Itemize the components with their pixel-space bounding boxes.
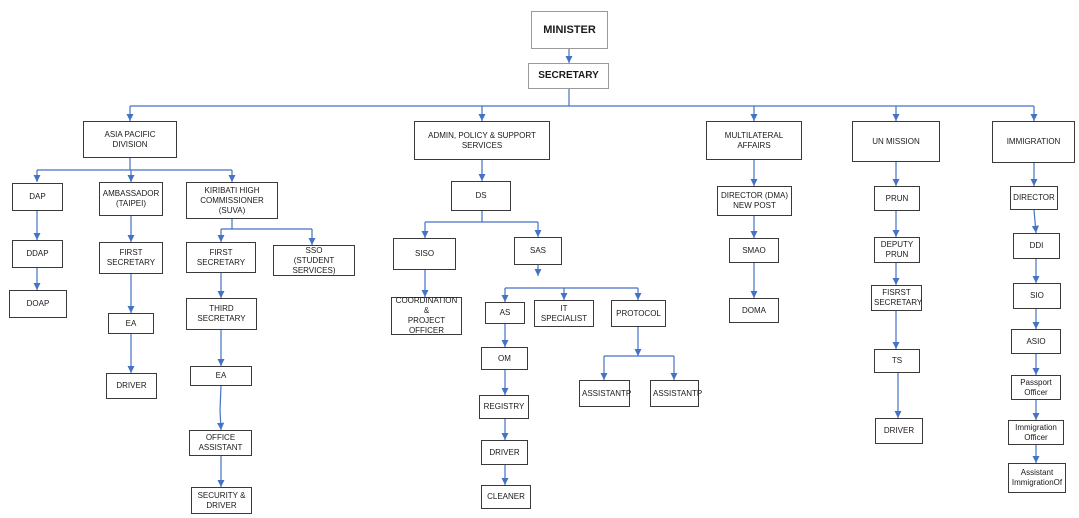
node-om: OM (481, 347, 528, 370)
node-multilateral-affairs: MULTILATERAL AFFAIRS (706, 121, 802, 160)
node-prun: PRUN (874, 186, 920, 211)
node-ddap: DDAP (12, 240, 63, 268)
node-assistant-immigration-officer: Assistant ImmigrationOf (1008, 463, 1066, 493)
node-security-driver: SECURITY & DRIVER (191, 487, 252, 514)
node-immigration-officer: Immigration Officer (1008, 420, 1064, 445)
node-assistantp-1: ASSISTANTP (579, 380, 631, 407)
node-admin-policy-support: ADMIN, POLICY & SUPPORT SERVICES (414, 121, 550, 160)
node-smao: SMAO (729, 238, 779, 263)
node-driver-un: DRIVER (875, 418, 923, 444)
node-third-secretary: THIRD SECRETARY (186, 298, 257, 330)
node-sio: SIO (1013, 283, 1061, 309)
node-ea-taipei: EA (108, 313, 154, 334)
node-fisrst-secretary: FISRST SECRETARY (871, 285, 922, 311)
node-minister: MINISTER (531, 11, 608, 49)
node-deputy-prun: DEPUTY PRUN (874, 237, 920, 263)
node-assistantp-2: ASSISTANTP (650, 380, 702, 407)
node-asia-pacific-division: ASIA PACIFIC DIVISION (83, 121, 177, 158)
connector-line (217, 385, 225, 431)
node-driver-admin: DRIVER (481, 440, 528, 465)
node-first-secretary-suva: FIRST SECRETARY (186, 242, 256, 273)
node-it-specialist: IT SPECIALIST (534, 300, 594, 327)
node-asio: ASIO (1011, 329, 1061, 354)
node-passport-officer: Passport Officer (1011, 375, 1061, 400)
node-immigration: IMMIGRATION (992, 121, 1075, 163)
node-doap: DOAP (9, 290, 67, 318)
node-doma: DOMA (729, 298, 779, 323)
node-driver-taipei: DRIVER (106, 373, 157, 399)
node-kiribati-high-commissioner: KIRIBATI HIGH COMMISSIONER (SUVA) (186, 182, 278, 219)
node-director-immigration: DIRECTOR (1010, 186, 1058, 210)
connector-line (1031, 209, 1039, 234)
node-un-mission: UN MISSION (852, 121, 940, 162)
node-siso: SISO (393, 238, 456, 270)
node-first-secretary-taipei: FIRST SECRETARY (99, 242, 163, 274)
node-dap: DAP (12, 183, 63, 211)
node-cleaner: CLEANER (481, 485, 531, 509)
node-registry: REGISTRY (479, 395, 529, 419)
node-sas: SAS (514, 237, 562, 265)
node-ea-suva: EA (190, 366, 252, 386)
node-ddi: DDI (1013, 233, 1060, 259)
node-ds: DS (451, 181, 511, 211)
node-office-assistant: OFFICE ASSISTANT (189, 430, 252, 456)
node-ambassador-taipei: AMBASSADOR (TAIPEI) (99, 182, 163, 216)
node-sso-student-services: SSO (STUDENT SERVICES) (273, 245, 355, 276)
node-director-dma: DIRECTOR (DMA) NEW POST (717, 186, 792, 216)
node-secretary: SECRETARY (528, 63, 609, 89)
node-coordination-project-officer: COORDINATION & PROJECT OFFICER (391, 296, 462, 335)
node-as: AS (485, 302, 525, 324)
node-protocol: PROTOCOL (611, 300, 666, 327)
node-ts: TS (874, 349, 920, 373)
